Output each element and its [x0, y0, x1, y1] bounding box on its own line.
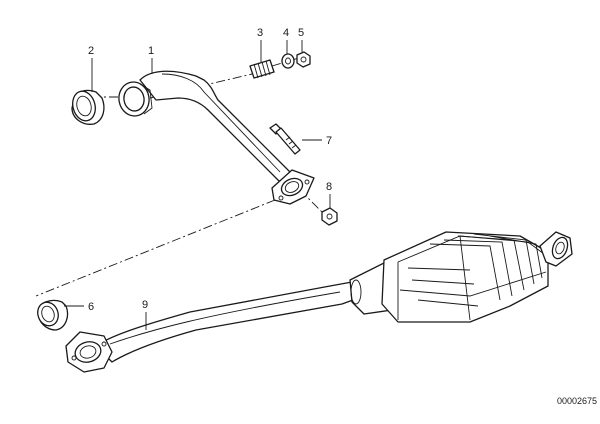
- callout-1: 1: [148, 45, 154, 57]
- callout-3: 3: [257, 27, 263, 39]
- callout-2: 2: [88, 45, 94, 57]
- nut: [296, 51, 311, 68]
- flange-nut: [321, 207, 338, 226]
- callout-7: 7: [326, 135, 332, 147]
- washer: [281, 53, 295, 69]
- callout-4: 4: [283, 27, 289, 39]
- callout-9: 9: [142, 299, 148, 311]
- gasket-ring: [37, 299, 69, 331]
- sealing-ring: [71, 89, 105, 125]
- assembly-line-flange-to-rear: [35, 199, 276, 297]
- callout-8: 8: [326, 181, 332, 193]
- callout-5: 5: [298, 27, 304, 39]
- reference-number: 00002675: [557, 396, 597, 406]
- rear-pipe-with-catalytic-converter: [65, 231, 573, 373]
- bolt: [269, 123, 301, 155]
- assembly-line-spring-to-nut: [271, 56, 303, 67]
- spring: [249, 59, 275, 79]
- callout-6: 6: [88, 301, 94, 313]
- front-exhaust-pipe: [118, 70, 315, 205]
